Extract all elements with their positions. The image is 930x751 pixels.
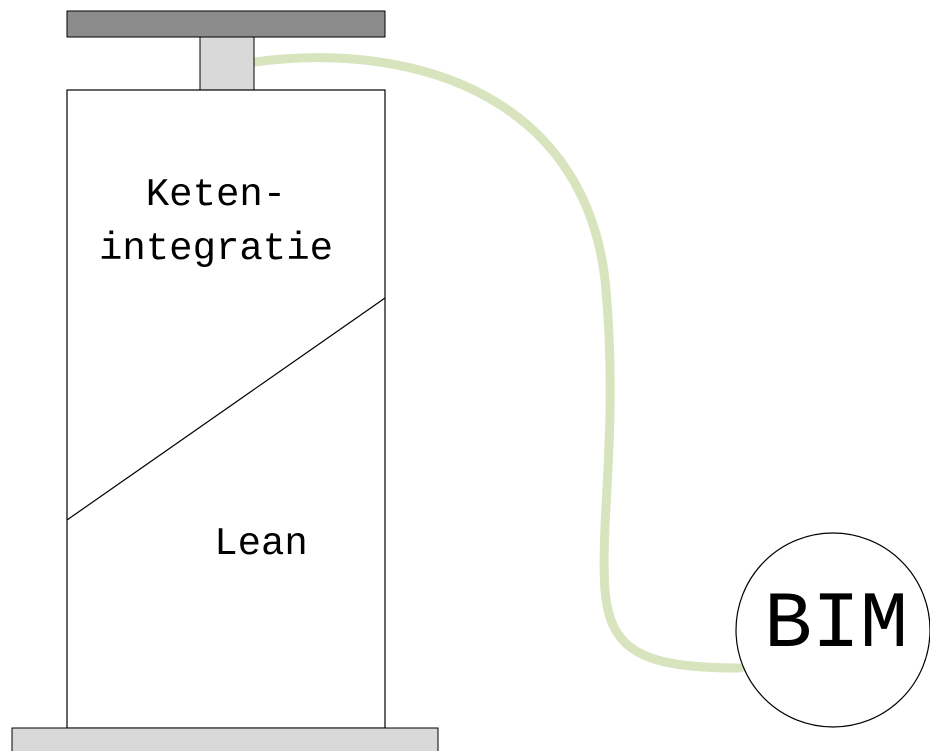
label-integratie: integratie: [99, 227, 333, 271]
hose: [249, 53, 745, 673]
gauge-circle: [735, 532, 930, 728]
label-bim: BIM: [764, 580, 908, 671]
pump-connector-block: [199, 36, 255, 91]
pump-divider-line: [66, 297, 386, 521]
label-keten: Keten-: [146, 173, 286, 217]
pump-base-plate: [11, 727, 439, 751]
pump-handle-bar: [66, 10, 386, 38]
label-lean: Lean: [214, 522, 308, 566]
